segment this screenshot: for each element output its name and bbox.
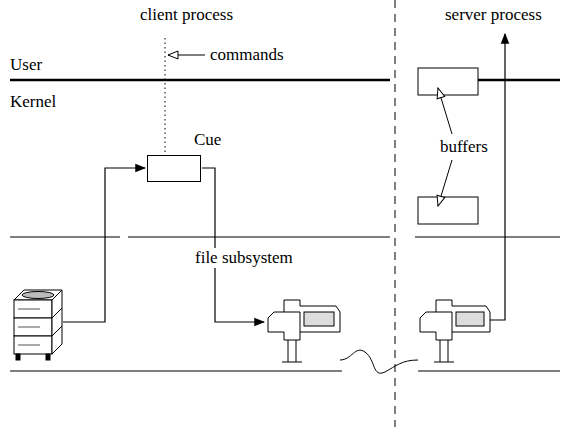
queue-box: Cue <box>147 155 201 182</box>
command-path <box>165 38 166 154</box>
label-text: Kernel <box>10 92 56 112</box>
network-card-icon <box>268 300 340 362</box>
buffer-box <box>418 197 478 224</box>
subsystem-line <box>10 237 390 238</box>
machine-boundary <box>395 0 396 427</box>
subsystem-line <box>415 237 560 238</box>
node-heading: Cue <box>194 130 221 150</box>
buffers-leader <box>438 160 452 206</box>
user-kernel-line <box>10 79 390 82</box>
network-card-icon <box>420 300 490 362</box>
label-text: server process <box>445 5 542 25</box>
hardware-line <box>418 371 560 372</box>
buffer-box <box>418 68 478 95</box>
label-text: commands <box>210 45 284 65</box>
network-wire <box>340 350 418 373</box>
label-text: User <box>10 55 42 75</box>
hardware-line <box>10 371 342 372</box>
flow-arrow <box>63 168 145 322</box>
label-text: buffers <box>440 137 488 157</box>
flow-arrow <box>202 168 264 322</box>
buffers-leader <box>438 88 452 134</box>
commands-leader <box>168 55 205 56</box>
flow-arrow <box>490 34 505 320</box>
disk-icon <box>14 290 62 360</box>
label-text: file subsystem <box>192 248 296 268</box>
label-text: client process <box>140 5 233 25</box>
